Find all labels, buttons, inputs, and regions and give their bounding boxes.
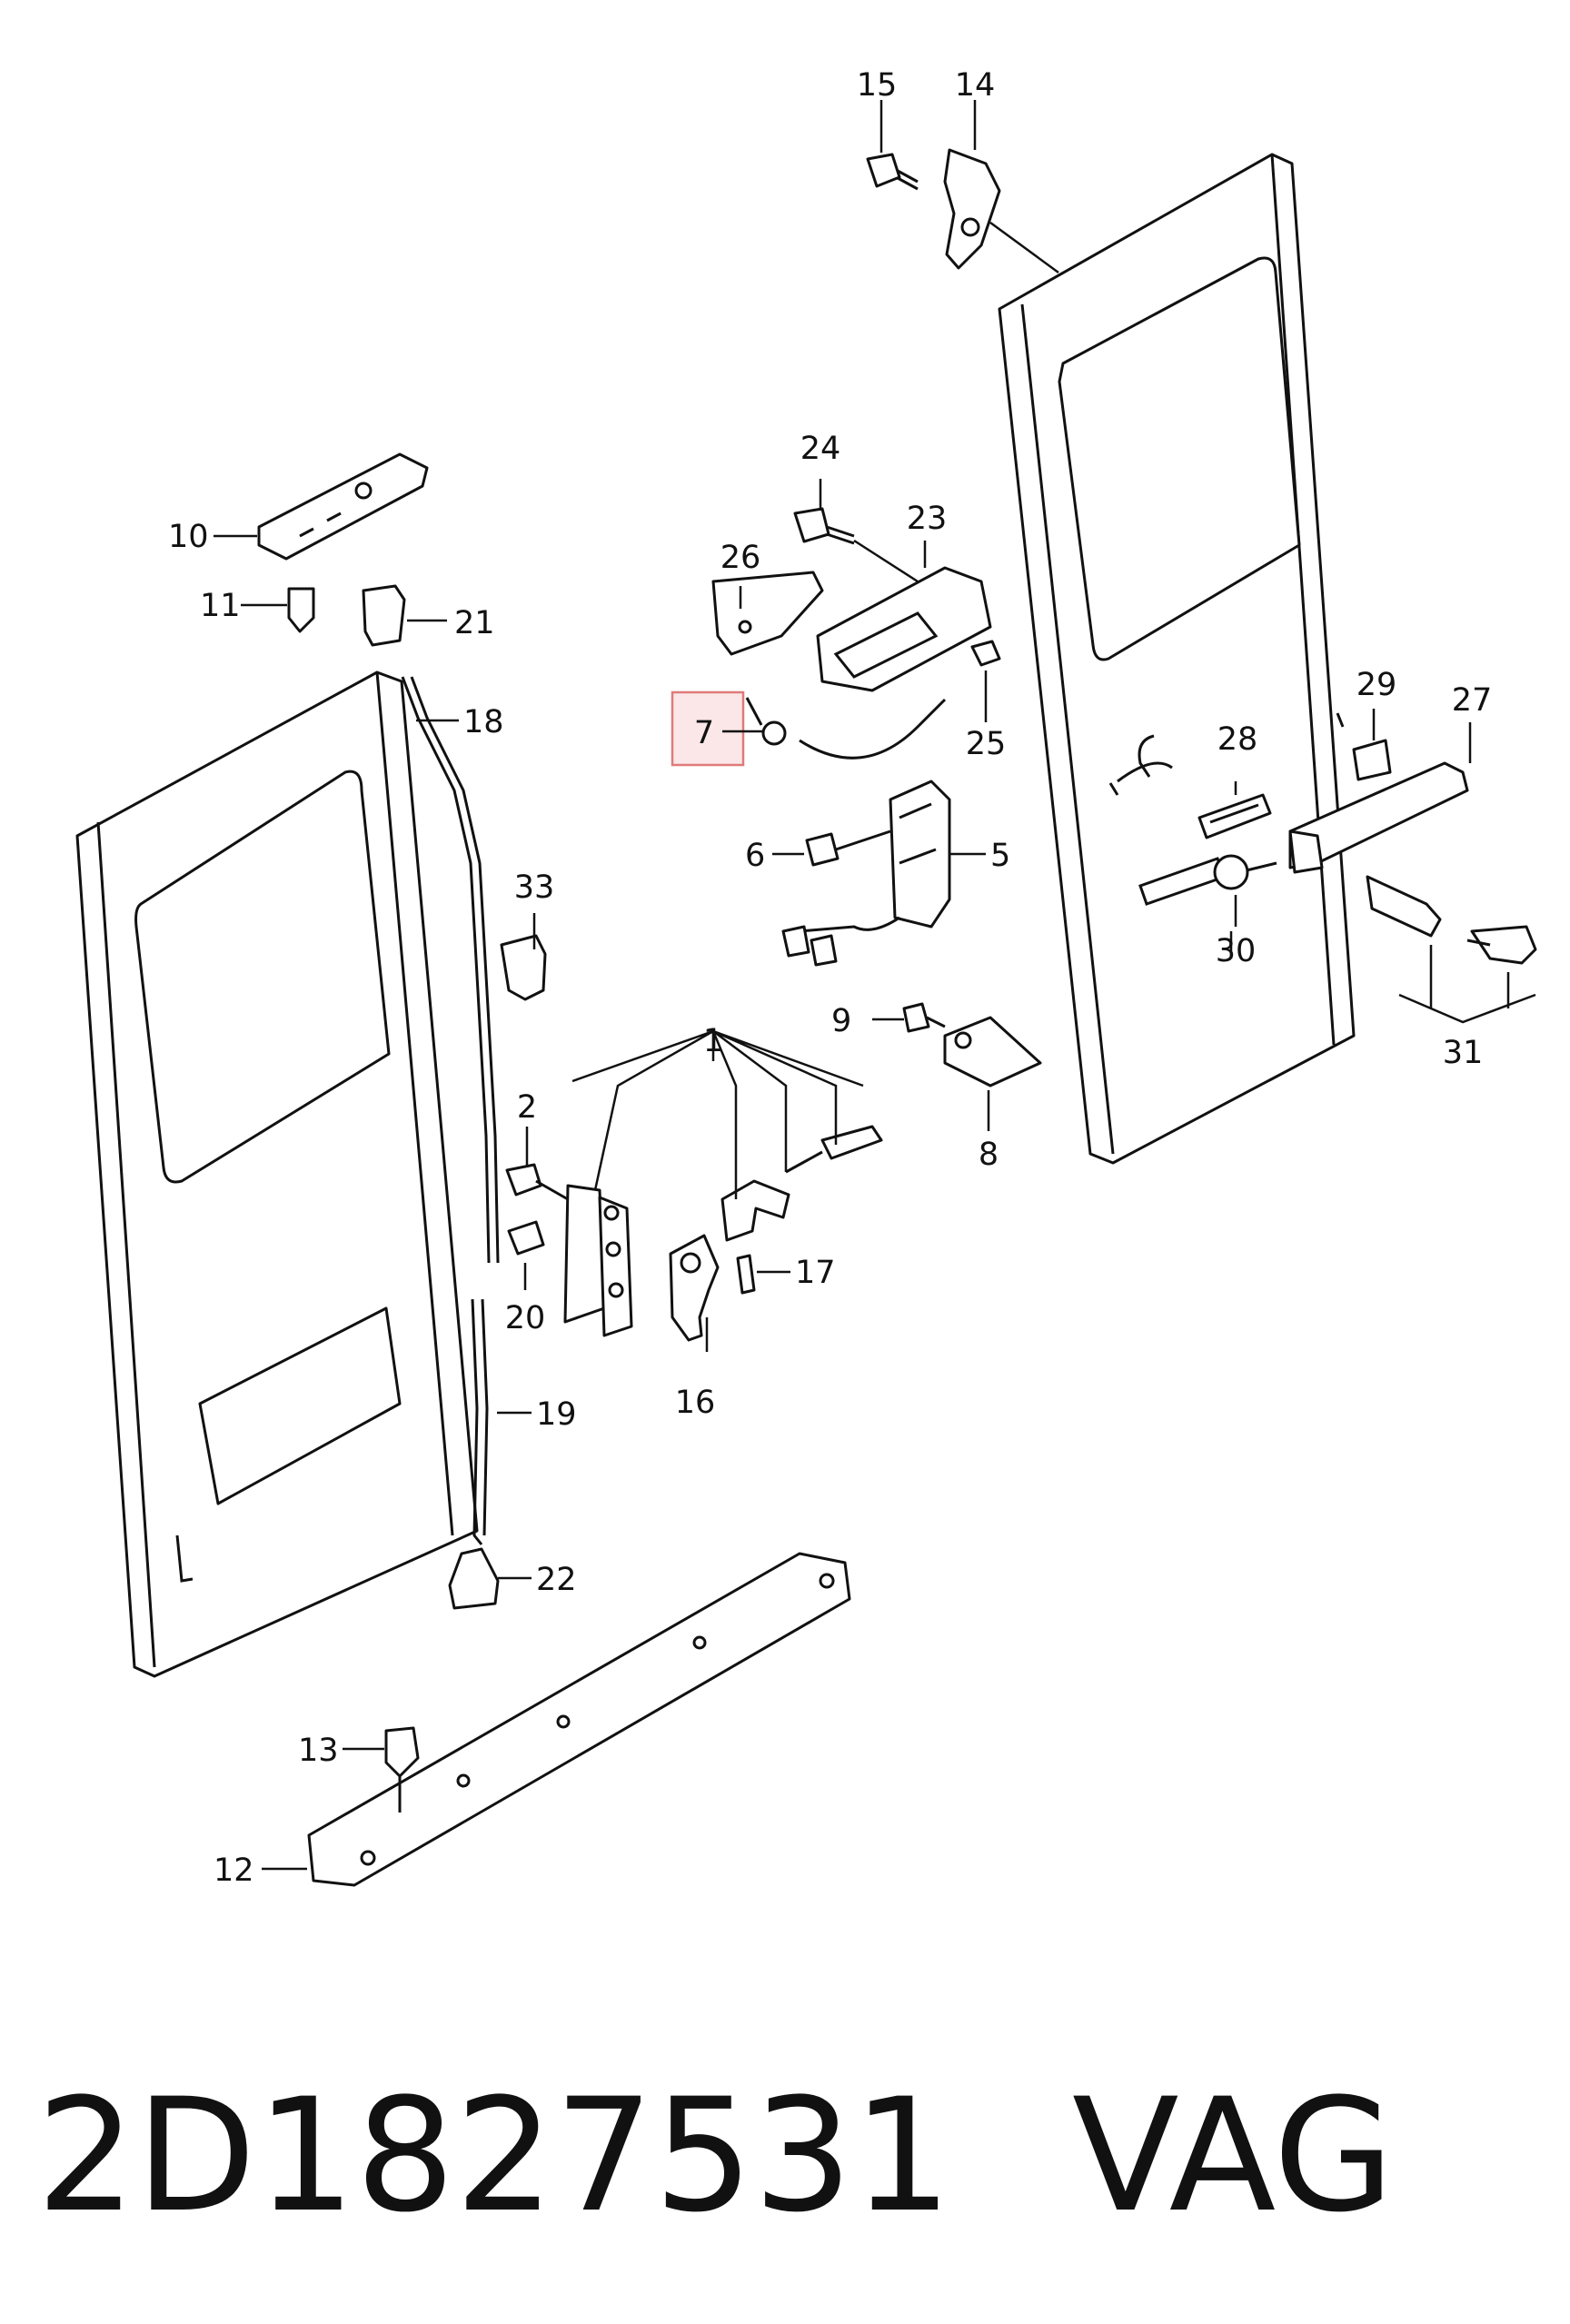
brand-name: VAG [1072,2064,1395,2247]
part-11-clip [287,587,315,633]
part-31-lock-cylinder-and-key [1366,875,1537,965]
label-27: 27 [1452,682,1493,719]
label-2: 2 [517,1089,537,1126]
label-20: 20 [505,1300,546,1336]
label-23: 23 [907,501,948,537]
label-22: 22 [536,1562,577,1598]
part-14-bracket [943,148,1059,274]
part-28-grip [1197,793,1272,839]
part-10-bracket [257,452,429,561]
part-2-bolt [505,1163,569,1201]
part-7-cable [745,697,947,760]
part-8-plate [943,1016,1042,1088]
part-number: 2D1827531 [36,2064,952,2247]
label-24: 24 [800,431,841,467]
part-25-nut [970,640,1001,667]
part-12-strip [307,1552,851,1887]
connector-plugs [781,925,838,967]
part-27-handle [1288,761,1469,874]
part-29-clip [1352,739,1392,781]
leader-lines [214,100,1536,1871]
label-6: 6 [745,838,765,874]
part-1-hinge [563,1184,633,1337]
part-17-pin [736,1254,756,1295]
label-8: 8 [979,1137,999,1173]
label-28: 28 [1217,721,1258,758]
label-16: 16 [675,1385,716,1421]
label-19: 19 [536,1396,577,1433]
part-20-bolt [507,1220,545,1256]
label-5: 5 [990,838,1010,874]
label-29: 29 [1356,667,1397,703]
part-22-clip [448,1547,500,1610]
label-18: 18 [463,704,504,740]
right-door-panel [998,153,1356,1165]
label-17: 17 [795,1255,836,1291]
hinge-bracket-and-bolt [720,1125,883,1242]
part-30-screw [1213,854,1277,890]
part-33-clip [500,934,547,1001]
label-30: 30 [1216,933,1257,969]
part-13-clip [384,1726,420,1813]
left-door-panel [75,670,479,1678]
part-9-bolt [902,1002,946,1033]
label-15: 15 [857,67,898,104]
label-26: 26 [720,540,761,576]
label-12: 12 [214,1852,254,1889]
label-13: 13 [298,1733,339,1769]
part-6-bolt [805,829,891,867]
label-21: 21 [454,605,495,641]
label-11: 11 [200,588,241,624]
part-21-clip [362,584,406,647]
label-9: 9 [831,1003,851,1039]
label-1: 1 [703,1023,723,1059]
part-26-bracket [711,571,824,656]
part-15-bolt [866,153,919,191]
label-14: 14 [955,67,996,104]
label-25: 25 [966,726,1007,762]
label-33: 33 [514,869,555,906]
part-18-rod [401,676,500,1264]
callout-labels: 15 14 10 11 21 18 33 1 2 20 16 17 19 22 … [168,67,1492,1889]
part-19-rod [471,1298,489,1545]
label-7: 7 [694,715,714,751]
part-23-handle [816,566,992,692]
part-16-lever [669,1234,720,1342]
part-24-bolt [793,507,919,583]
label-31: 31 [1443,1035,1484,1071]
part-5-lock [799,780,951,933]
highlight-box [671,690,745,767]
label-10: 10 [168,519,209,555]
